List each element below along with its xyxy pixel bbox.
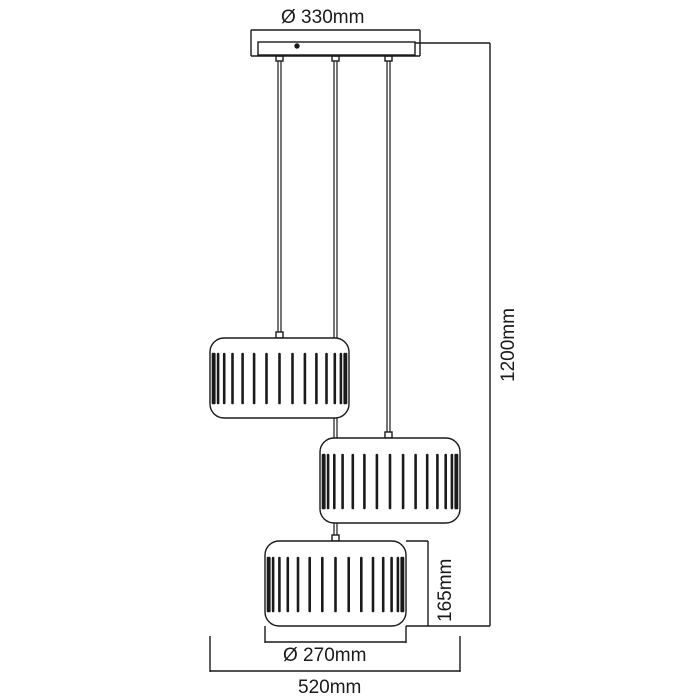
canopy-screw-icon	[294, 43, 300, 49]
ceiling-canopy	[257, 41, 416, 56]
shade-height-label: 165mm	[435, 558, 456, 622]
shade-upper-left	[209, 337, 350, 419]
total-width-label: 520mm	[298, 677, 362, 698]
total-height-label: 1200mm	[498, 308, 519, 382]
shade-diameter-label: Ø 270mm	[283, 645, 367, 666]
shade-bottom	[264, 540, 407, 627]
shade-middle-right	[319, 437, 461, 524]
cables	[277, 61, 391, 535]
canopy-diameter-label: Ø 330mm	[281, 7, 365, 28]
